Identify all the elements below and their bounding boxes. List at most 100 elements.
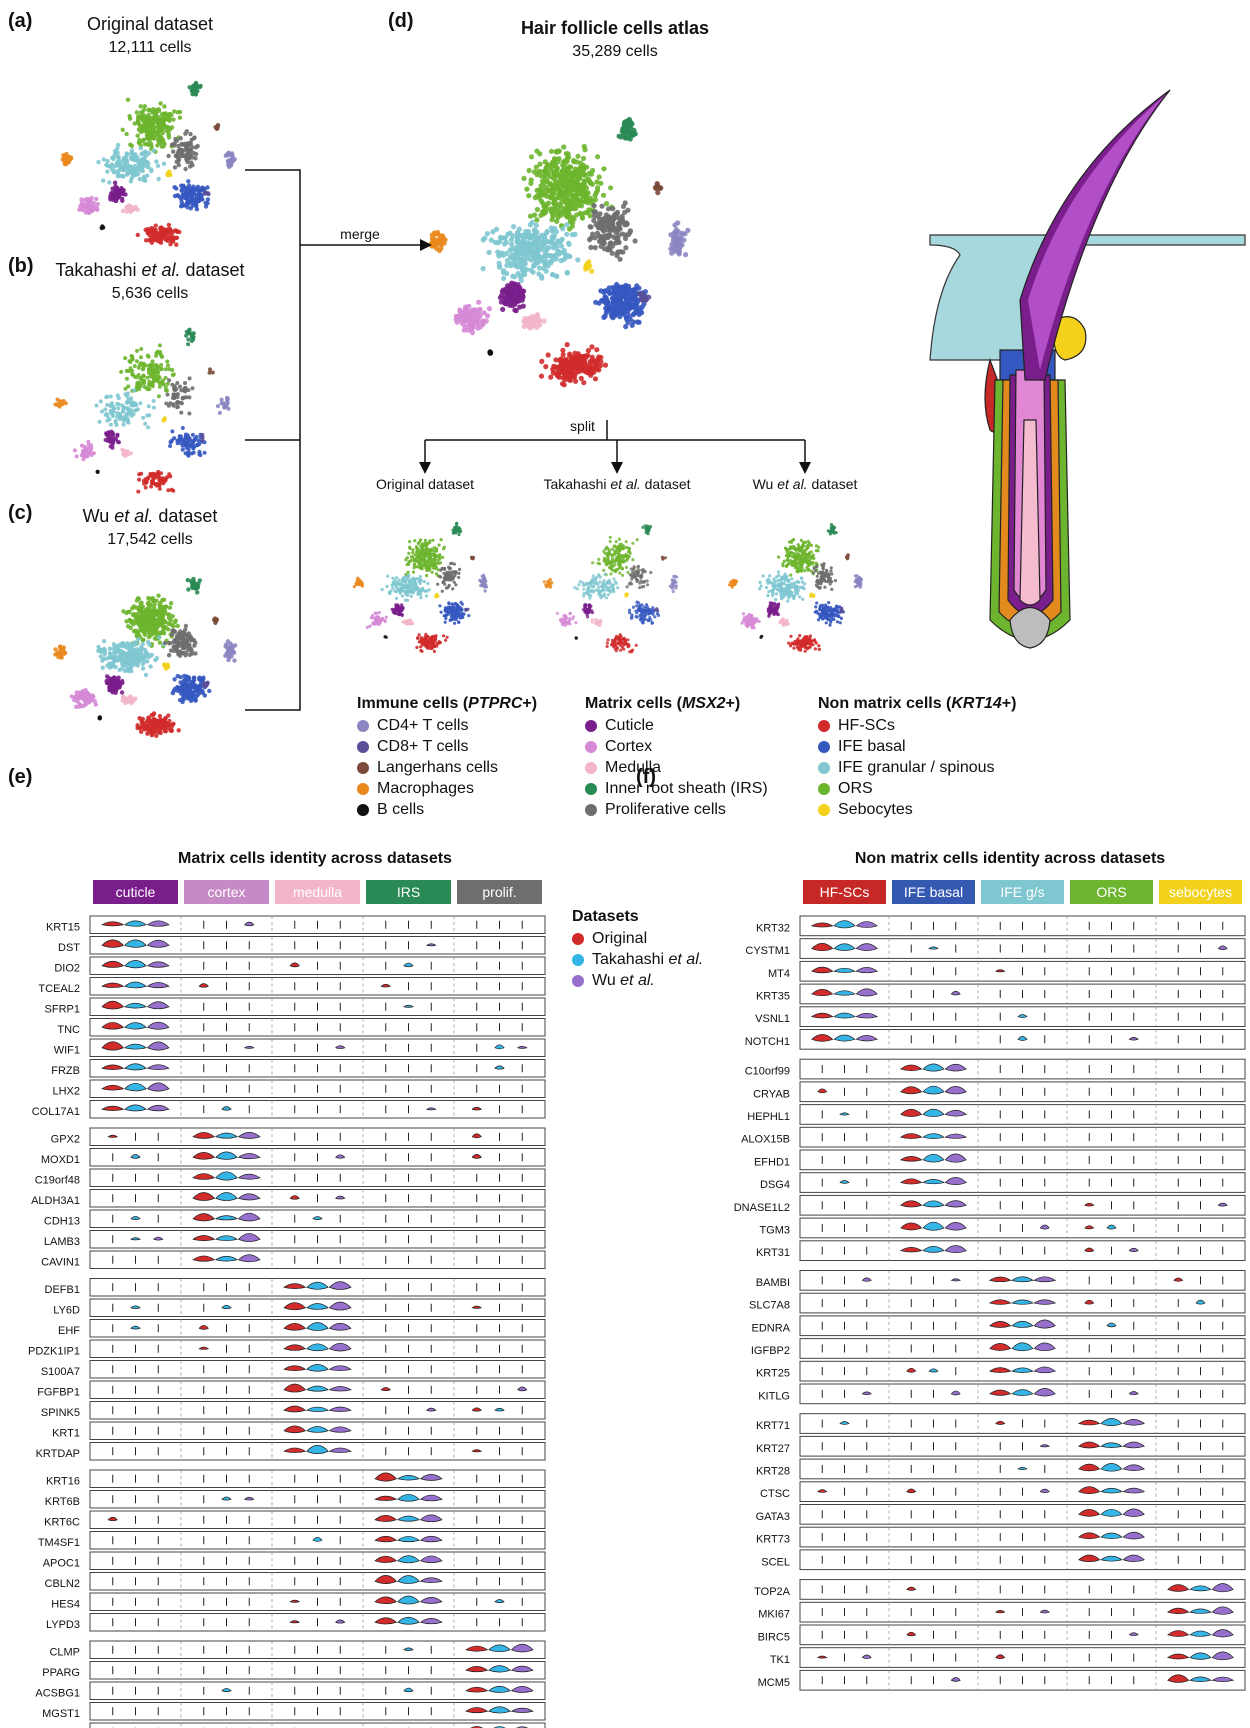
umap-point bbox=[550, 213, 556, 219]
umap-point bbox=[411, 570, 416, 574]
umap-point bbox=[583, 354, 589, 360]
umap-point bbox=[151, 230, 156, 236]
umap-point bbox=[632, 296, 638, 302]
umap-point bbox=[518, 232, 524, 238]
umap-point bbox=[519, 297, 525, 303]
umap-point bbox=[570, 374, 577, 380]
umap-point bbox=[123, 386, 128, 391]
panel-a-count: 12,111 cells bbox=[108, 39, 192, 56]
umap-point bbox=[150, 374, 155, 379]
umap-point bbox=[175, 405, 180, 410]
umap-point bbox=[652, 184, 659, 191]
umap-point bbox=[176, 651, 181, 657]
umap-point bbox=[111, 681, 116, 686]
umap-point bbox=[84, 446, 88, 451]
umap-point bbox=[532, 195, 539, 201]
umap-point bbox=[577, 198, 583, 205]
umap-point bbox=[178, 136, 183, 141]
umap-point bbox=[149, 472, 154, 477]
umap-point bbox=[172, 619, 178, 625]
umap-point bbox=[180, 426, 185, 430]
umap-point bbox=[169, 728, 174, 733]
umap-point bbox=[187, 395, 192, 400]
umap-point bbox=[167, 169, 172, 174]
umap-point bbox=[400, 580, 404, 584]
umap-point bbox=[455, 605, 459, 609]
umap-point bbox=[574, 365, 580, 371]
umap-point bbox=[114, 187, 120, 193]
umap-point bbox=[116, 406, 121, 411]
umap-point bbox=[186, 675, 191, 680]
umap-point bbox=[105, 674, 110, 679]
umap-point bbox=[406, 593, 410, 597]
umap-point bbox=[189, 682, 194, 687]
umap-point bbox=[624, 285, 630, 291]
umap-point bbox=[55, 397, 60, 402]
umap-point bbox=[178, 434, 183, 439]
umap-point bbox=[160, 604, 166, 610]
umap-point bbox=[177, 115, 183, 120]
umap-point bbox=[682, 231, 688, 237]
umap-point bbox=[81, 457, 86, 462]
umap-point bbox=[154, 119, 160, 125]
umap-point bbox=[152, 629, 157, 634]
umap-point bbox=[229, 157, 234, 163]
umap-point bbox=[166, 488, 171, 493]
umap-point bbox=[136, 114, 141, 119]
umap-point bbox=[159, 363, 164, 367]
umap-point bbox=[159, 367, 164, 372]
umap-point bbox=[167, 367, 172, 372]
umap-point bbox=[516, 226, 523, 232]
umap-point bbox=[141, 637, 146, 642]
umap-point bbox=[176, 143, 181, 149]
umap-point bbox=[147, 122, 153, 127]
umap-point bbox=[387, 590, 391, 595]
umap-point bbox=[185, 141, 190, 146]
umap-point bbox=[116, 440, 121, 445]
umap-point bbox=[439, 233, 445, 239]
umap-point bbox=[510, 273, 516, 279]
umap-point bbox=[514, 291, 520, 297]
umap-point bbox=[138, 146, 143, 151]
umap-point bbox=[182, 440, 187, 445]
umap-point bbox=[172, 436, 177, 441]
umap-point bbox=[105, 169, 110, 174]
umap-point bbox=[119, 186, 124, 191]
umap-point bbox=[620, 249, 626, 255]
umap-point bbox=[607, 290, 613, 296]
umap-point bbox=[79, 197, 84, 202]
umap-point bbox=[139, 347, 144, 351]
umap-point bbox=[411, 551, 415, 555]
umap-point bbox=[119, 690, 125, 695]
umap-point bbox=[170, 690, 175, 696]
umap-point bbox=[115, 401, 120, 406]
umap-point bbox=[117, 681, 123, 687]
umap-point bbox=[140, 661, 145, 667]
umap-point bbox=[170, 614, 175, 619]
umap-point bbox=[564, 270, 570, 276]
umap-point bbox=[107, 417, 112, 422]
umap-point bbox=[169, 439, 174, 444]
umap-point bbox=[141, 612, 146, 618]
panel-d-title-text: Hair follicle cells atlas bbox=[520, 18, 710, 38]
umap-point bbox=[602, 221, 608, 227]
umap-point bbox=[158, 630, 163, 635]
umap-point bbox=[413, 577, 417, 581]
umap-point bbox=[559, 249, 565, 255]
umap-point bbox=[111, 170, 117, 175]
umap-point bbox=[154, 107, 159, 113]
umap-point bbox=[224, 403, 229, 408]
umap-point bbox=[135, 348, 139, 353]
umap-point bbox=[121, 409, 126, 414]
umap-point bbox=[548, 164, 554, 170]
umap-point bbox=[467, 318, 473, 324]
umap-point bbox=[160, 624, 166, 629]
umap-point bbox=[150, 237, 155, 242]
umap-point bbox=[557, 192, 563, 198]
umap-point bbox=[143, 627, 148, 632]
umap-point bbox=[558, 258, 564, 264]
umap-point bbox=[171, 648, 177, 653]
umap-point bbox=[193, 697, 198, 702]
umap-point bbox=[53, 402, 58, 407]
umap-point bbox=[100, 409, 104, 414]
